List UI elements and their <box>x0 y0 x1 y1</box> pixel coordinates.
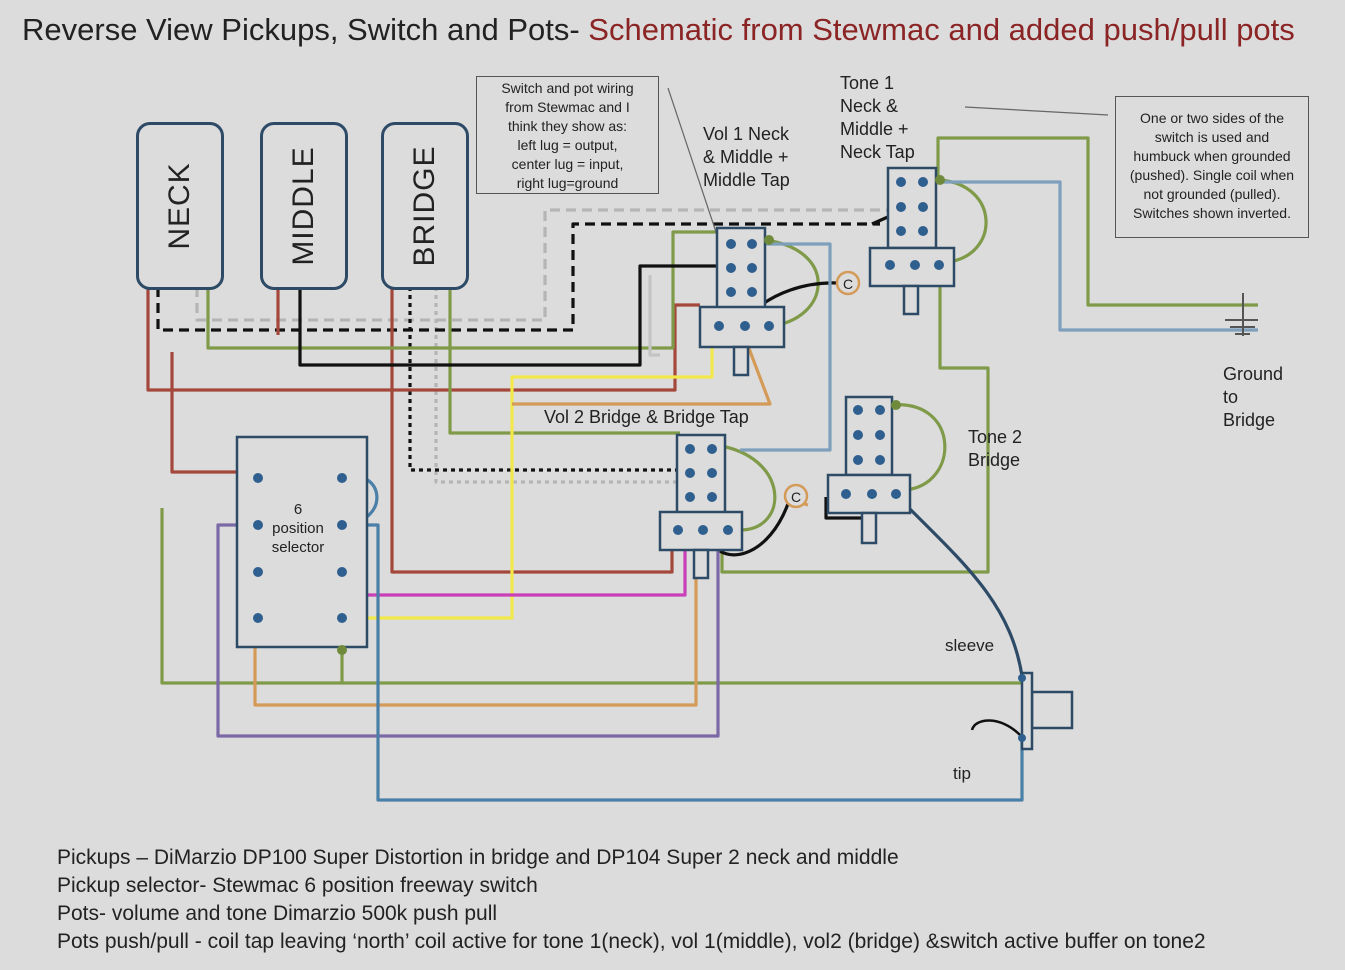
title-highlight: Schematic from Stewmac and added push/pu… <box>588 12 1295 47</box>
ground-leader <box>964 106 1109 116</box>
switch-wiring-note: Switch and pot wiring from Stewmac and I… <box>476 76 659 194</box>
ground-label-line: Bridge <box>1223 410 1276 430</box>
wire-gray-dashed <box>195 198 897 322</box>
note-leader <box>667 87 719 239</box>
note-line: humbuck when grounded <box>1133 148 1291 164</box>
jack-sleeve-label: sleeve <box>945 636 995 655</box>
vol1-switch-body <box>715 226 767 310</box>
footer-line: Pots push/pull - coil tap leaving ‘north… <box>57 930 1206 953</box>
wire-black-tone2 <box>824 497 872 520</box>
selector-body <box>235 435 369 649</box>
note-line: not grounded (pulled). <box>1143 186 1281 202</box>
pickup-middle: MIDDLE <box>260 122 348 290</box>
vol1-label-line: & Middle + <box>703 147 789 167</box>
wire-green-tone2-arc <box>892 403 947 492</box>
jack-sleeve-plate <box>1020 671 1034 751</box>
wire-lightblue-b <box>940 180 1258 332</box>
note-line: One or two sides of the <box>1140 110 1284 126</box>
wire-black-dashed <box>156 222 880 332</box>
tone1-switch-body <box>886 166 938 250</box>
tone1-label-line: Tone 1 <box>840 73 895 93</box>
footer-line: Pickups – DiMarzio DP100 Super Distortio… <box>57 846 899 869</box>
coil-split-note: One or two sides of the switch is used a… <box>1115 96 1309 238</box>
wire-red-selector <box>170 352 255 474</box>
wire-red-neck <box>146 287 700 392</box>
tone2-label: Tone 2 Bridge <box>968 426 1022 472</box>
tone2-switch-body <box>844 395 894 477</box>
footer-notes: Pickups – DiMarzio DP100 Super Distortio… <box>57 844 1206 956</box>
wire-green-tone2 <box>720 268 990 574</box>
note-line: Switches shown inverted. <box>1133 205 1291 221</box>
jack-body <box>1030 690 1074 730</box>
ground-symbol <box>1225 293 1258 336</box>
note-line: switch is used and <box>1154 129 1270 145</box>
note-line: Switch and pot wiring <box>501 80 634 96</box>
footer-line: Pots- volume and tone Dimarzio 500k push… <box>57 902 498 925</box>
note-line: left lug = output, <box>517 137 618 153</box>
selector-label-line: position <box>272 520 324 537</box>
pickup-neck: NECK <box>136 122 224 290</box>
footer-line: Pickup selector- Stewmac 6 position free… <box>57 874 538 897</box>
vol2-label: Vol 2 Bridge & Bridge Tap <box>544 406 749 429</box>
wire-blue <box>342 523 1024 802</box>
selector-label-line: 6 <box>293 501 303 518</box>
jack-tip-hook <box>970 719 1021 736</box>
svg-text:C: C <box>843 276 853 292</box>
wire-lightblue-c <box>648 275 660 357</box>
wire-green-ground <box>160 508 1022 685</box>
tone2-shaft <box>860 511 878 545</box>
wire-blue-tone2 <box>894 493 1024 677</box>
vol2-shaft <box>692 548 710 580</box>
vol1-label-line: Middle Tap <box>703 170 790 190</box>
ground-label-line: to <box>1223 387 1239 407</box>
wire-green-vol2-arc <box>714 443 777 532</box>
vol1-label: Vol 1 Neck & Middle + Middle Tap <box>703 123 790 192</box>
selector-label-line: selector <box>271 539 325 556</box>
tone1-shaft <box>902 284 920 316</box>
tone1-label-line: Neck & <box>840 96 899 116</box>
wire-green-tone1 <box>936 136 1258 307</box>
note-line: (pushed). Single coil when <box>1129 167 1295 183</box>
wire-black-dotted <box>408 287 690 472</box>
wire-green-tone1-arc <box>939 178 988 264</box>
tone2-label-line: Bridge <box>968 450 1021 470</box>
capacitor-1: C <box>835 270 861 296</box>
note-line: from Stewmac and I <box>505 99 630 115</box>
tone1-label-line: Middle + <box>840 119 909 139</box>
page-title: Reverse View Pickups, Switch and Pots- S… <box>22 12 1295 48</box>
title-prefix: Reverse View Pickups, Switch and Pots- <box>22 12 580 47</box>
pickup-bridge-label: BRIDGE <box>408 145 441 267</box>
jack-tip-label: tip <box>953 764 971 783</box>
tone2-label-line: Tone 2 <box>968 427 1023 447</box>
ground-label: Ground to Bridge <box>1223 363 1283 432</box>
wire-purple <box>216 523 720 738</box>
selector-label: 6 position selector <box>262 500 334 557</box>
wire-lightblue-a <box>740 242 832 452</box>
ground-label-line: Ground <box>1223 364 1284 384</box>
vol2-switch-body <box>675 433 727 515</box>
tone1-label: Tone 1 Neck & Middle + Neck Tap <box>840 72 915 164</box>
wire-green-bridge <box>448 287 680 435</box>
pickup-bridge: BRIDGE <box>381 122 469 290</box>
note-line: center lug = input, <box>511 156 624 172</box>
vol1-shaft <box>732 345 750 377</box>
vol1-label-line: Vol 1 Neck <box>703 124 790 144</box>
capacitor-2: C <box>783 483 809 509</box>
wire-orange-a <box>253 528 698 707</box>
wire-green-neck <box>206 230 718 350</box>
wire-orange-b <box>512 329 772 406</box>
wire-gray-dashed-2 <box>434 287 694 484</box>
svg-text:C: C <box>791 489 801 505</box>
wire-black-middle <box>298 264 728 367</box>
note-line: think they show as: <box>507 118 628 134</box>
note-line: right lug=ground <box>516 175 619 191</box>
pickup-middle-label: MIDDLE <box>287 146 320 266</box>
tone1-label-line: Neck Tap <box>840 142 915 162</box>
wire-yellow <box>345 334 714 620</box>
pickup-neck-label: NECK <box>163 162 196 250</box>
